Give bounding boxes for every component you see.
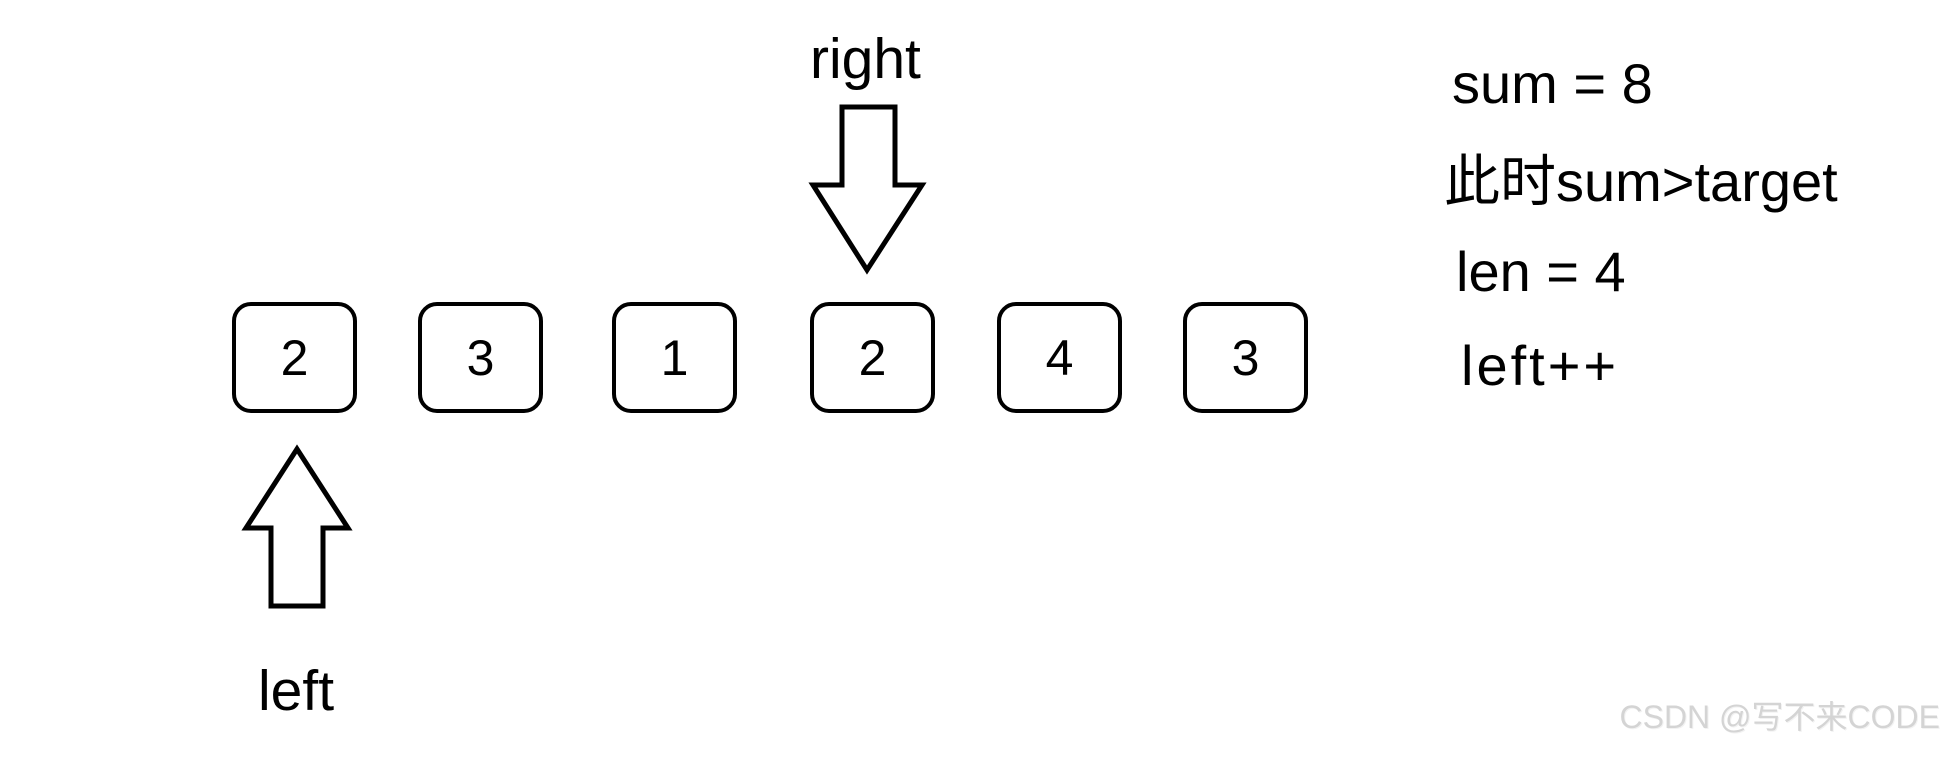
left-pointer-label: left — [258, 659, 335, 723]
array-cell-value: 2 — [280, 329, 309, 386]
up-arrow-icon — [241, 444, 353, 609]
right-pointer-label: right — [810, 27, 921, 91]
array-cell: 2 — [810, 302, 935, 413]
array-cell: 3 — [418, 302, 543, 413]
annotation-sum: sum = 8 — [1452, 52, 1653, 115]
annotation-len: len = 4 — [1456, 240, 1626, 303]
array-cell: 4 — [997, 302, 1122, 413]
array-cell-value: 4 — [1045, 329, 1074, 386]
array-cell: 1 — [612, 302, 737, 413]
array-cell-value: 3 — [1231, 329, 1260, 386]
annotation-left-increment: left++ — [1461, 334, 1620, 397]
array-cell-value: 2 — [858, 329, 887, 386]
annotation-condition: 此时sum>target — [1444, 150, 1838, 213]
array-cell: 2 — [232, 302, 357, 413]
array-cell-value: 3 — [466, 329, 495, 386]
array-cell: 3 — [1183, 302, 1308, 413]
array-cell-value: 1 — [660, 329, 689, 386]
down-arrow-icon — [808, 104, 927, 275]
csdn-watermark: CSDN @写不来CODE — [1619, 699, 1940, 735]
